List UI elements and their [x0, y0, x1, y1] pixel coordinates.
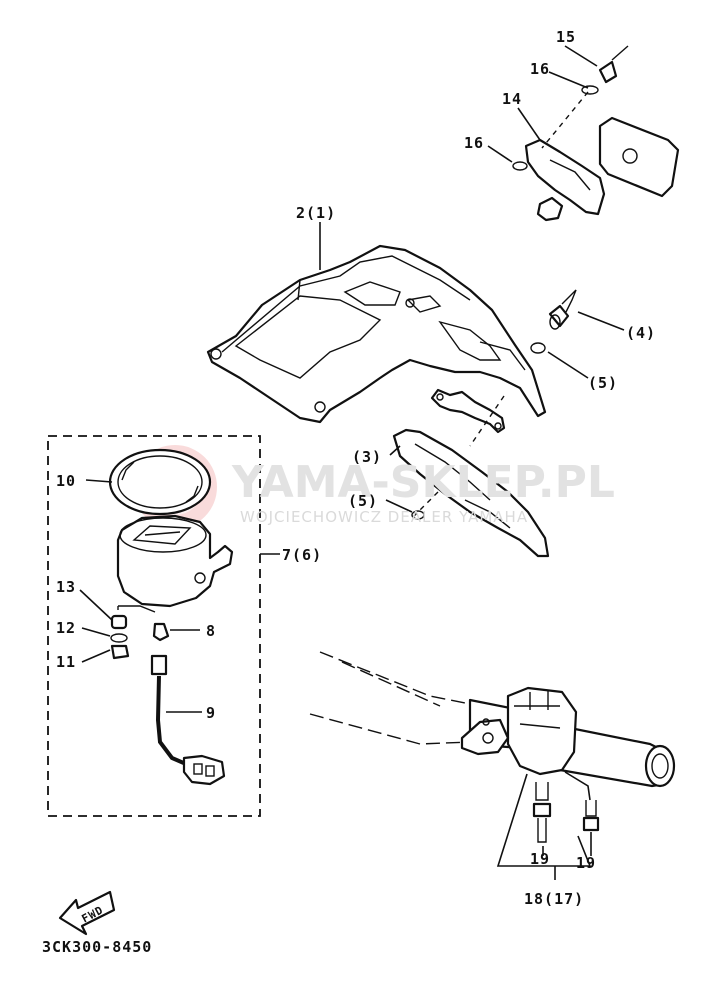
screw-part	[532, 782, 600, 843]
rivet-part	[548, 289, 577, 330]
label-part-3: (3)	[352, 448, 382, 466]
bracket-stay-part	[430, 388, 506, 434]
label-part-19-left: 19	[530, 850, 550, 868]
washer-part	[411, 342, 546, 520]
label-part-4: (4)	[626, 324, 656, 342]
label-part-13: 13	[56, 578, 76, 596]
label-part-18: 18(17)	[524, 890, 584, 908]
label-part-16-lower: 16	[464, 134, 484, 152]
watermark-brand: YAMA-SKLEP.PL	[231, 457, 615, 508]
leader-lines-meter	[79, 479, 202, 713]
license-lamp-part	[512, 45, 680, 222]
grommet-nut-part	[110, 614, 130, 660]
lead-wire-part	[150, 654, 226, 786]
label-part-9: 9	[206, 704, 216, 722]
label-part-15: 15	[556, 28, 576, 46]
label-part-8: 8	[206, 622, 216, 640]
label-part-19-right: 19	[576, 854, 596, 872]
label-part-16-upper: 16	[530, 60, 550, 78]
label-part-5-upper: (5)	[588, 374, 618, 392]
label-part-12: 12	[56, 619, 76, 637]
label-part-10: 10	[56, 472, 76, 490]
diagram-code: 3CK300-8450	[42, 938, 152, 956]
label-part-2: 2(1)	[296, 204, 336, 222]
rear-fender-part	[206, 244, 547, 424]
label-part-5-lower: (5)	[348, 492, 378, 510]
watermark-subtitle: WOJCIECHOWICZ DEALER YAMAHA	[240, 508, 528, 526]
label-part-11: 11	[56, 653, 76, 671]
handlebar-part	[309, 651, 676, 788]
handlebar-switch-part	[460, 686, 578, 776]
leader-lines-switch	[496, 771, 592, 880]
leader-lines-upper	[319, 45, 625, 519]
bulb-part	[152, 622, 170, 642]
meter-ring-part	[108, 448, 212, 516]
label-part-14: 14	[502, 90, 522, 108]
fwd-arrow-icon	[58, 890, 116, 936]
meter-assembly-box	[47, 435, 261, 817]
side-cover-part	[392, 428, 550, 558]
label-part-7: 7(6)	[282, 546, 322, 564]
speedometer-part	[116, 514, 234, 613]
